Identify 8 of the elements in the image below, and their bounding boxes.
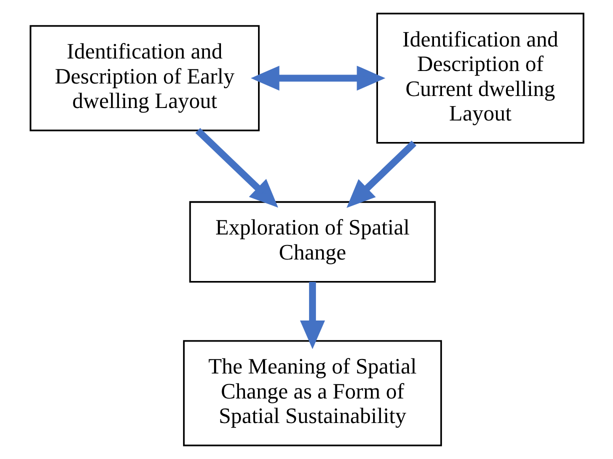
- node-box: Identification and Description of Early dwelling Layout: [29, 25, 260, 132]
- arrow: [346, 140, 416, 208]
- node-box: Exploration of Spatial Change: [188, 201, 436, 283]
- node-box: The Meaning of Spatial Change as a Form of Spatial Sustainability: [182, 340, 442, 446]
- arrow: [250, 66, 385, 91]
- arrow: [194, 128, 278, 208]
- node-box: Identification and Description of Current dwelling Layout: [376, 12, 584, 144]
- arrow: [300, 282, 324, 350]
